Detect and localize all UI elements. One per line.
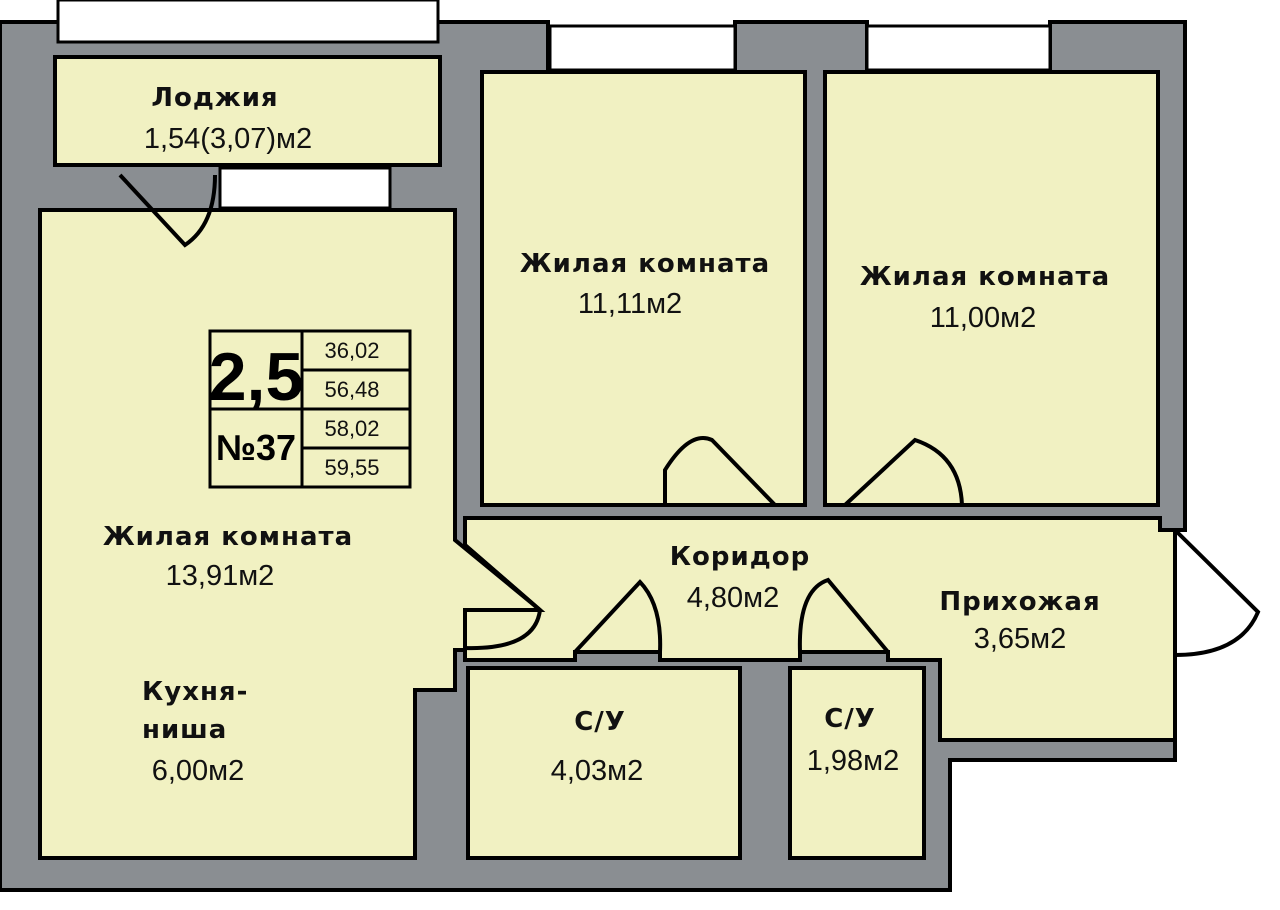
wc1-area: 4,03м2 [551, 755, 644, 787]
loggia-name: Лоджия [151, 83, 278, 113]
corridor-hall [463, 516, 1177, 742]
room1-area: 11,11м2 [578, 288, 682, 320]
room3-area: 13,91м2 [166, 560, 275, 592]
room1-name: Жилая комната [520, 249, 770, 279]
kitchen-name-line1: Кухня- [142, 677, 248, 707]
apartment-type: 2,5 [209, 339, 304, 415]
apartment-badge: 2,5 №37 36,02 56,48 58,02 59,55 [208, 329, 412, 489]
hall-area: 3,65м2 [974, 623, 1067, 655]
badge-area-2: 56,48 [324, 377, 379, 402]
door-wc2 [797, 577, 890, 654]
living-room-1 [480, 70, 807, 507]
badge-area-3: 58,02 [324, 416, 379, 441]
labels: Лоджия 1,54(3,07)м2 Жилая комната 11,11м… [103, 83, 1110, 787]
door-loggia [118, 173, 217, 248]
corridor-name: Коридор [670, 542, 810, 572]
apartment-number: №37 [216, 427, 296, 468]
door-entrance [1173, 528, 1261, 657]
living-room-left [38, 208, 542, 860]
door-left-room [463, 543, 543, 651]
hall-name: Прихожая [939, 587, 1100, 617]
wc1-name: С/У [574, 707, 626, 737]
window-room1 [548, 24, 737, 72]
door-room1 [663, 436, 777, 507]
badge-area-4: 59,55 [324, 455, 379, 480]
room2-area: 11,00м2 [930, 302, 1036, 334]
kitchen-area: 6,00м2 [152, 755, 245, 787]
room2-name: Жилая комната [860, 262, 1110, 292]
windows [56, 0, 1052, 210]
loggia-room [53, 55, 442, 167]
door-wc1 [573, 579, 663, 654]
window-room2 [865, 24, 1052, 72]
window-top-left [56, 0, 440, 44]
rooms [38, 55, 1177, 860]
window-loggia [218, 166, 392, 210]
kitchen-name-line2: ниша [142, 715, 227, 745]
badge-area-1: 36,02 [324, 338, 379, 363]
loggia-area: 1,54(3,07)м2 [144, 123, 312, 155]
wc-room-2 [788, 666, 926, 860]
living-room-2 [823, 70, 1160, 507]
wc-room-1 [466, 666, 742, 860]
corridor-area: 4,80м2 [687, 582, 780, 614]
wc2-name: С/У [824, 704, 876, 734]
room3-name: Жилая комната [103, 522, 353, 552]
doors [118, 173, 1261, 657]
wc2-area: 1,98м2 [807, 745, 900, 777]
door-room2 [843, 437, 964, 507]
